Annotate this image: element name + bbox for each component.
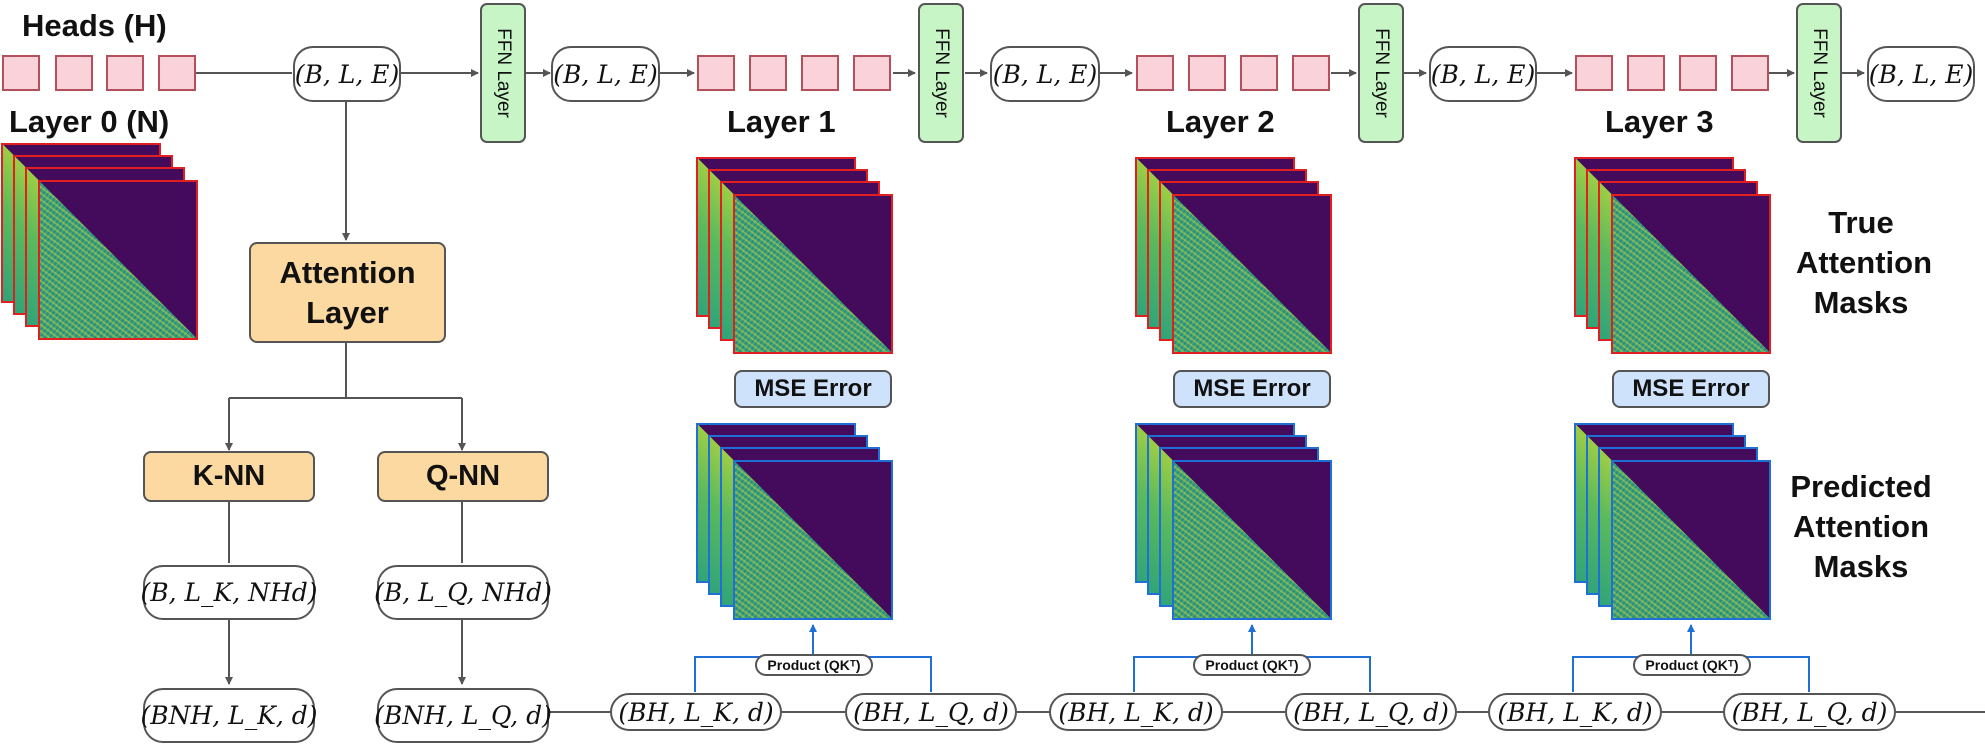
head-box: [55, 55, 93, 91]
mask-matrix: [733, 460, 893, 620]
heads-title: Heads (H): [22, 8, 167, 43]
head-box: [1240, 55, 1278, 91]
attention-layer-block: Attention Layer: [249, 242, 446, 343]
mask-matrix: [1172, 460, 1332, 620]
shape-node-ble: (B, L, E): [293, 46, 401, 102]
predicted-attention-masks-label: Predicted Attention Masks: [1790, 467, 1932, 587]
mask-matrix: [38, 180, 198, 340]
ffn-label: FFN Layer: [931, 28, 952, 118]
head-box: [1292, 55, 1330, 91]
layer-1-title: Layer 1: [727, 104, 836, 139]
head-box: [853, 55, 891, 91]
layer-2-title: Layer 2: [1166, 104, 1275, 139]
head-box: [1627, 55, 1665, 91]
head-box: [697, 55, 735, 91]
shape-node-ble: (B, L, E): [990, 46, 1100, 102]
ffn-layer-block: FFN Layer: [1796, 3, 1842, 143]
head-box: [2, 55, 40, 91]
head-box: [1731, 55, 1769, 91]
k-nn-block: K-NN: [143, 451, 315, 502]
shape-node-ble: (B, L, E): [1429, 46, 1537, 102]
bh-k-shape-node: (BH, L_K, d): [1049, 693, 1223, 731]
bh-q-shape-node: (BH, L_Q, d): [845, 693, 1017, 731]
bh-q-shape-node: (BH, L_Q, d): [1723, 693, 1896, 731]
head-box: [158, 55, 196, 91]
connector-lines: [196, 69, 1985, 713]
side-label-line: Predicted: [1790, 469, 1932, 504]
mask-matrix: [1172, 194, 1332, 354]
ffn-label: FFN Layer: [1371, 28, 1392, 118]
head-box: [749, 55, 787, 91]
product-qkt-label: Product (QKᵀ): [1633, 654, 1751, 676]
head-box: [1575, 55, 1613, 91]
mask-matrix: [733, 194, 893, 354]
mse-error-label: MSE Error: [734, 370, 892, 408]
shape-node-ble: (B, L, E): [551, 46, 660, 102]
ffn-label: FFN Layer: [1809, 28, 1830, 118]
side-label-line: Attention: [1796, 245, 1933, 280]
ffn-layer-block: FFN Layer: [1358, 3, 1404, 143]
attention-label-line: Layer: [306, 294, 389, 330]
shape-node-ble: (B, L, E): [1867, 46, 1975, 102]
bh-q-shape-node: (BH, L_Q, d): [1285, 693, 1457, 731]
head-box: [801, 55, 839, 91]
head-box: [1136, 55, 1174, 91]
product-qkt-label: Product (QKᵀ): [1193, 654, 1311, 676]
q-shape-node-2: (BNH, L_Q, d): [374, 688, 552, 743]
ffn-layer-block: FFN Layer: [918, 3, 964, 143]
ffn-layer-block: FFN Layer: [480, 3, 526, 143]
k-shape-node-1: (B, L_K, NHd): [140, 565, 318, 620]
ffn-label: FFN Layer: [493, 28, 514, 118]
side-label-line: True: [1828, 205, 1894, 240]
product-qkt-label: Product (QKᵀ): [755, 654, 873, 676]
mse-error-label: MSE Error: [1612, 370, 1770, 408]
k-shape-node-2: (BNH, L_K, d): [140, 688, 318, 743]
true-attention-masks-label: True Attention Masks: [1796, 203, 1933, 323]
head-box: [1188, 55, 1226, 91]
bh-k-shape-node: (BH, L_K, d): [1488, 693, 1662, 731]
q-shape-node-1: (B, L_Q, NHd): [374, 565, 552, 620]
q-nn-block: Q-NN: [377, 451, 549, 502]
side-label-line: Masks: [1813, 549, 1909, 584]
attention-label-line: Attention: [279, 254, 416, 290]
layer-3-title: Layer 3: [1605, 104, 1714, 139]
mse-error-label: MSE Error: [1173, 370, 1331, 408]
head-box: [1679, 55, 1717, 91]
side-label-line: Attention: [1792, 509, 1930, 544]
layer-0-title: Layer 0 (N): [9, 104, 170, 139]
side-label-line: Masks: [1813, 285, 1909, 320]
head-box: [106, 55, 144, 91]
bh-k-shape-node: (BH, L_K, d): [610, 693, 782, 731]
mask-matrix: [1611, 194, 1771, 354]
mask-matrix: [1611, 460, 1771, 620]
